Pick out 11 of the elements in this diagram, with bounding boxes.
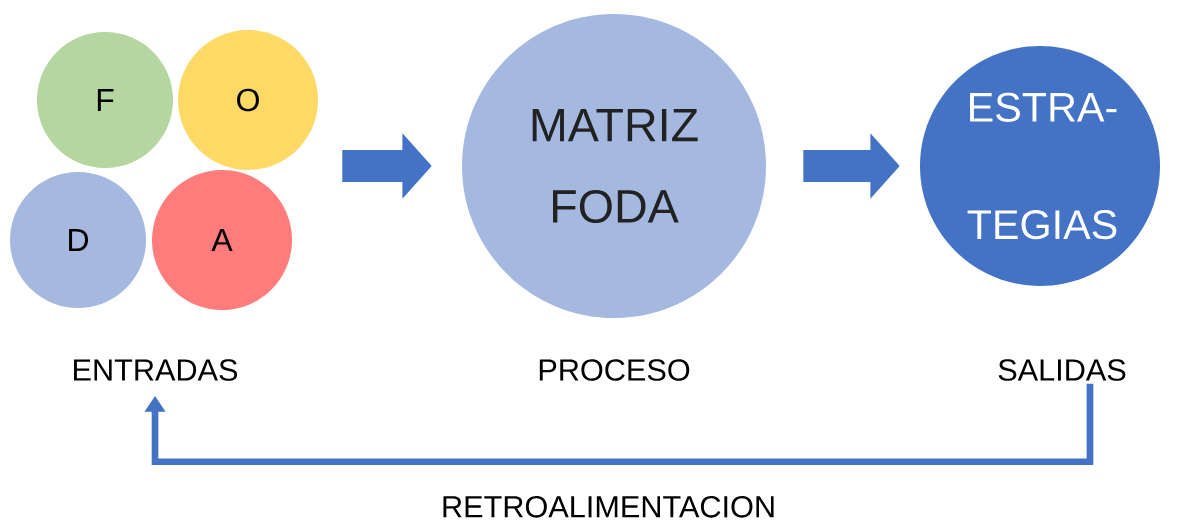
circle-node: ESTRA- TEGIAS [920,46,1160,286]
stage-label: PROCESO [539,359,690,381]
circle-node: D [10,172,146,308]
stage-label: SALIDAS [998,359,1126,381]
circle-node: F [37,32,173,168]
edge-label: RETROALIMENTACION [439,494,778,519]
circle-node: A [152,170,292,310]
stage-label: ENTRADAS [74,359,238,381]
feedback-arrow [144,383,1094,466]
circle-node: MATRIZ FODA [462,14,766,318]
circle-node: O [178,30,318,170]
